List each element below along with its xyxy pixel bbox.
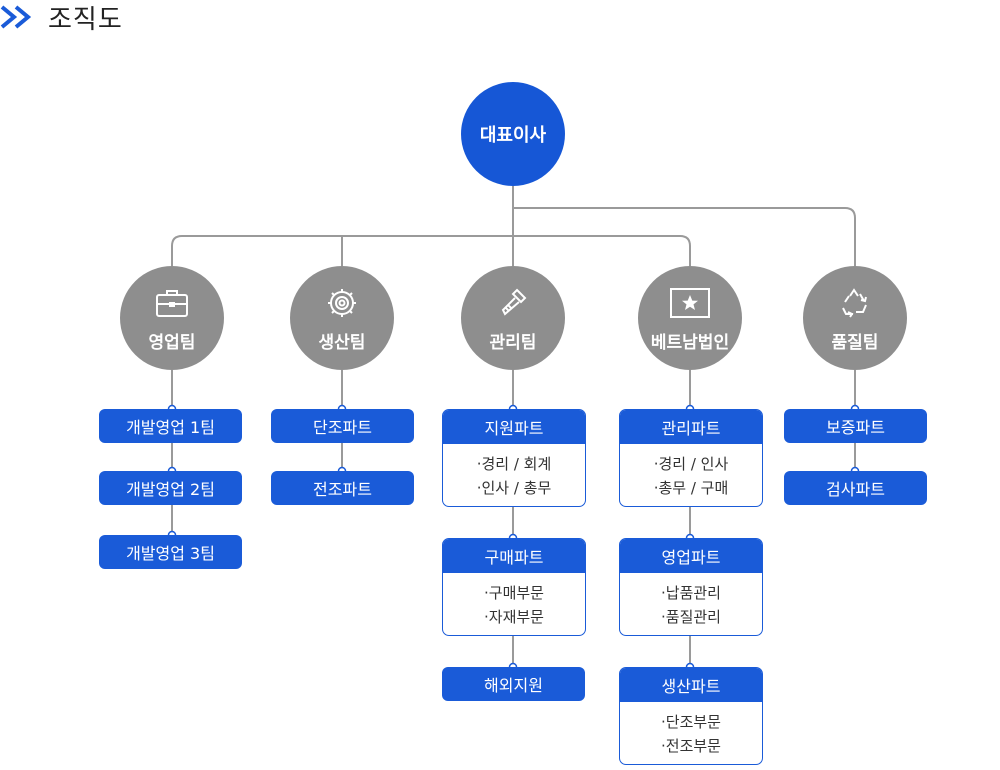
- screw-icon: [501, 288, 527, 316]
- card-item: ·단조부문: [661, 713, 721, 731]
- card-title: 지원파트: [443, 410, 585, 444]
- production-rolling: 전조파트: [271, 471, 414, 505]
- quality-assurance: 보증파트: [784, 409, 927, 443]
- card-title: 구매파트: [443, 539, 585, 573]
- card-item: ·품질관리: [661, 608, 721, 626]
- card-item: ·전조부문: [661, 737, 721, 755]
- card-item: ·납품관리: [661, 584, 721, 602]
- page-title: 조직도: [48, 4, 123, 35]
- recycle-icon: [842, 287, 867, 318]
- team-label: 베트남법인: [650, 332, 730, 353]
- card-title: 생산파트: [620, 668, 762, 702]
- team-label: 영업팀: [148, 332, 196, 353]
- ceo-node: 대표이사: [461, 82, 565, 186]
- gear-icon: [328, 288, 356, 317]
- team-label: 품질팀: [831, 332, 879, 353]
- vietnam-admin-card: 관리파트 ·경리 / 인사 ·총무 / 구매: [619, 409, 763, 507]
- team-label: 생산팀: [318, 332, 366, 353]
- page-header: 조직도: [0, 0, 123, 35]
- card-title: 관리파트: [620, 410, 762, 444]
- management-overseas: 해외지원: [442, 667, 585, 701]
- card-title: 영업파트: [620, 539, 762, 573]
- team-label: 관리팀: [489, 332, 537, 353]
- team-management: 관리팀: [461, 266, 565, 370]
- management-purchase-card: 구매파트 ·구매부문 ·자재부문: [442, 538, 586, 636]
- team-production: 생산팀: [290, 266, 394, 370]
- briefcase-icon: [156, 289, 188, 317]
- double-chevron-right-icon: [0, 5, 32, 29]
- production-forging: 단조파트: [271, 409, 414, 443]
- card-item: ·구매부문: [484, 584, 544, 602]
- card-item: ·총무 / 구매: [653, 479, 729, 497]
- quality-inspection: 검사파트: [784, 471, 927, 505]
- card-item: ·경리 / 회계: [476, 455, 552, 473]
- card-item: ·경리 / 인사: [653, 455, 729, 473]
- sales-team-1: 개발영업 1팀: [99, 409, 242, 443]
- team-quality: 품질팀: [803, 266, 907, 370]
- star-flag-icon: [670, 287, 710, 318]
- team-vietnam: 베트남법인: [638, 266, 742, 370]
- sales-team-2: 개발영업 2팀: [99, 471, 242, 505]
- vietnam-sales-card: 영업파트 ·납품관리 ·품질관리: [619, 538, 763, 636]
- card-item: ·자재부문: [484, 608, 544, 626]
- ceo-label: 대표이사: [479, 125, 547, 146]
- team-sales: 영업팀: [120, 266, 224, 370]
- sales-team-3: 개발영업 3팀: [99, 535, 242, 569]
- management-support-card: 지원파트 ·경리 / 회계 ·인사 / 총무: [442, 409, 586, 507]
- vietnam-production-card: 생산파트 ·단조부문 ·전조부문: [619, 667, 763, 765]
- card-item: ·인사 / 총무: [476, 479, 552, 497]
